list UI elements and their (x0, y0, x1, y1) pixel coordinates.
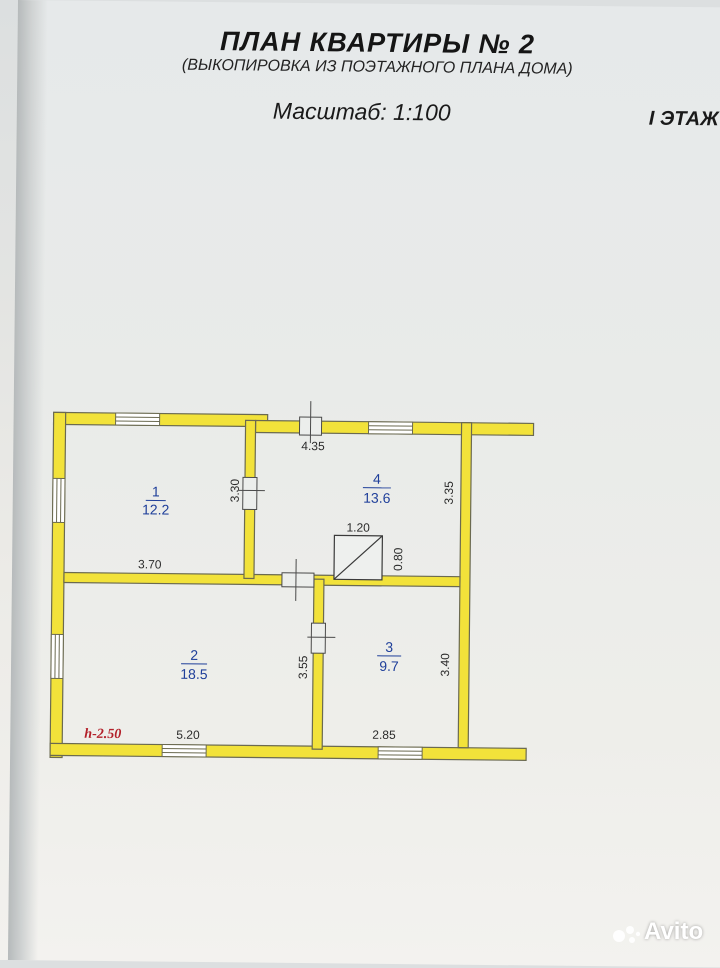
window-bottom-room3 (378, 747, 422, 759)
wall-top-left (54, 412, 268, 426)
avito-logo-icon (612, 922, 642, 946)
document-page: ПЛАН КВАРТИРЫ № 2 (ВЫКОПИРОВКА ИЗ ПОЭТАЖ… (8, 0, 720, 967)
dim-5-20: 5.20 (176, 728, 200, 742)
dim-3-35: 3.35 (442, 481, 456, 505)
dim-3-55: 3.55 (296, 655, 310, 679)
door-hall-room2 (282, 573, 314, 587)
window-top-room4 (368, 422, 412, 434)
dim-0-80: 0.80 (391, 547, 405, 571)
room-4-area: 13.6 (363, 490, 391, 506)
window-bottom-room2 (162, 745, 206, 757)
room-3-area: 9.7 (379, 658, 399, 674)
window-top-room1 (116, 413, 160, 425)
dim-3-30: 3.30 (228, 479, 242, 503)
room-2-number: 2 (190, 647, 198, 663)
wall-bottom (50, 743, 526, 760)
room-3-number: 3 (385, 639, 393, 655)
dim-3-70: 3.70 (138, 557, 162, 571)
wall-room2-room3 (312, 579, 324, 749)
room-2-area: 18.5 (180, 666, 208, 682)
window-left-room1 (53, 478, 65, 522)
wall-mid-horizontal (64, 573, 460, 587)
avito-watermark: Avito (644, 918, 703, 946)
dim-3-40: 3.40 (438, 653, 452, 677)
stair-hatch (334, 535, 382, 580)
door-room1-room4 (243, 477, 257, 509)
wall-left (50, 412, 66, 757)
room-1-area: 12.2 (142, 501, 170, 517)
dim-1-20: 1.20 (346, 520, 370, 534)
dim-2-85: 2.85 (372, 728, 396, 742)
ceiling-height-label: h-2.50 (84, 727, 121, 742)
floor-plan: 1 12.2 2 18.5 3 9.7 4 13.6 4.35 3.30 3.3… (8, 0, 720, 967)
door-room2-room3 (311, 623, 325, 653)
window-left-room2 (51, 634, 63, 678)
room-1-number: 1 (152, 483, 160, 499)
room-4-number: 4 (373, 471, 381, 487)
dim-4-35: 4.35 (301, 439, 325, 453)
